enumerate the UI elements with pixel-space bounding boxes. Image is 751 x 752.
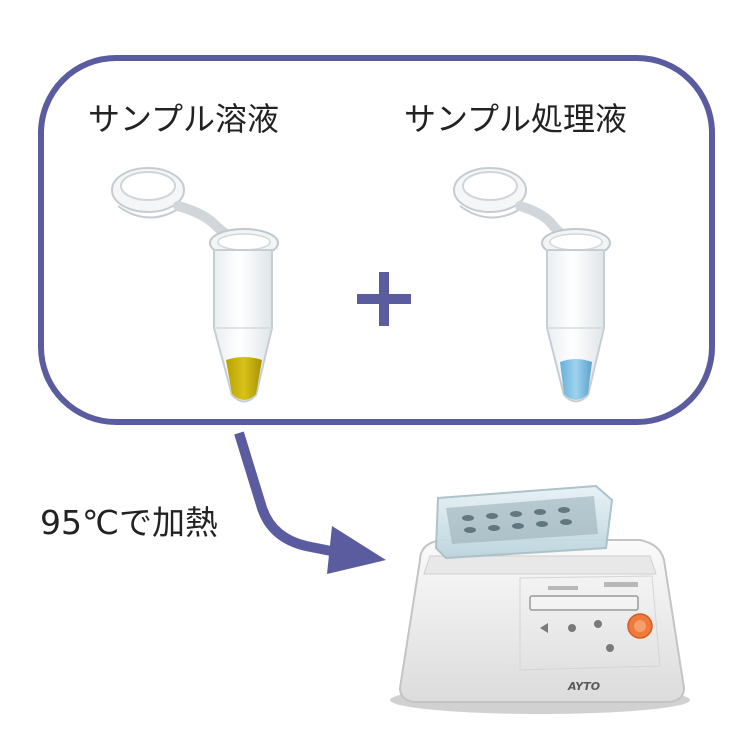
sample-frame [38, 55, 715, 425]
sample-treatment-label: サンプル処理液 [404, 100, 628, 138]
plus-icon [357, 272, 411, 326]
arrow-icon [234, 431, 386, 574]
heat-block-icon: AYTO [390, 484, 690, 714]
heat-step-label: 95℃で加熱 [40, 503, 219, 542]
device-brand: AYTO [567, 680, 600, 693]
tube-icon [111, 167, 279, 403]
sample-solution-label: サンプル溶液 [88, 100, 280, 138]
tube-icon [453, 167, 611, 403]
